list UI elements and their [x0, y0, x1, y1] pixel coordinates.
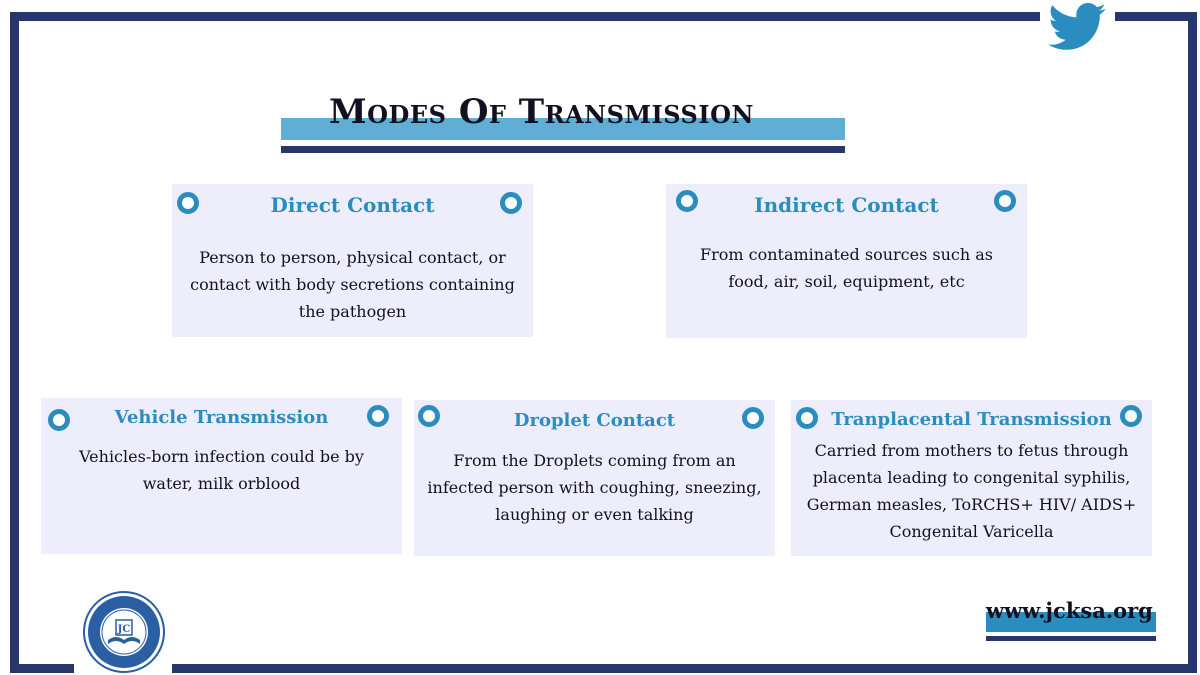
card-transplacental-transmission: Tranplacental Transmission Carried from … — [791, 400, 1152, 556]
card-body: From contaminated sources such as food, … — [699, 245, 993, 291]
circle-marker-icon — [367, 405, 389, 427]
circle-marker-icon — [500, 192, 522, 214]
circle-marker-icon — [1120, 405, 1142, 427]
journal-club-logo: JC — [83, 591, 165, 673]
title-accent-bar — [281, 118, 845, 140]
website-accent-bar — [986, 612, 1156, 632]
title-underline — [281, 146, 845, 153]
website-underline — [986, 636, 1156, 641]
card-title: Indirect Contact — [754, 193, 939, 217]
website-link[interactable]: www.jcksa.org — [986, 598, 1153, 623]
card-body: Vehicles-born infection could be by wate… — [79, 447, 364, 493]
card-title: Droplet Contact — [513, 410, 676, 431]
circle-marker-icon — [742, 407, 764, 429]
card-title: Direct Contact — [270, 193, 435, 217]
circle-marker-icon — [177, 192, 199, 214]
card-droplet-contact: Droplet Contact From the Droplets coming… — [414, 400, 775, 556]
card-body: Carried from mothers to fetus through pl… — [806, 441, 1137, 541]
title-banner: Modes Of Transmission — [281, 92, 845, 154]
circle-marker-icon — [676, 190, 698, 212]
circle-marker-icon — [48, 409, 70, 431]
card-direct-contact: Direct Contact Person to person, physica… — [172, 184, 533, 337]
website-badge: www.jcksa.org — [970, 596, 1170, 651]
twitter-bird-icon[interactable] — [1048, 3, 1106, 51]
page-title: Modes Of Transmission — [329, 92, 754, 132]
card-indirect-contact: Indirect Contact From contaminated sourc… — [666, 184, 1027, 338]
card-vehicle-transmission: Vehicle Transmission Vehicles-born infec… — [41, 398, 402, 554]
card-body: From the Droplets coming from an infecte… — [427, 451, 762, 524]
circle-marker-icon — [796, 407, 818, 429]
slide-frame — [10, 12, 1197, 673]
logo-initials: JC — [117, 624, 131, 635]
card-title: Tranplacental Transmission — [831, 409, 1112, 430]
circle-marker-icon — [994, 190, 1016, 212]
card-title: Vehicle Transmission — [114, 407, 329, 428]
card-body: Person to person, physical contact, or c… — [190, 248, 515, 321]
circle-marker-icon — [418, 405, 440, 427]
